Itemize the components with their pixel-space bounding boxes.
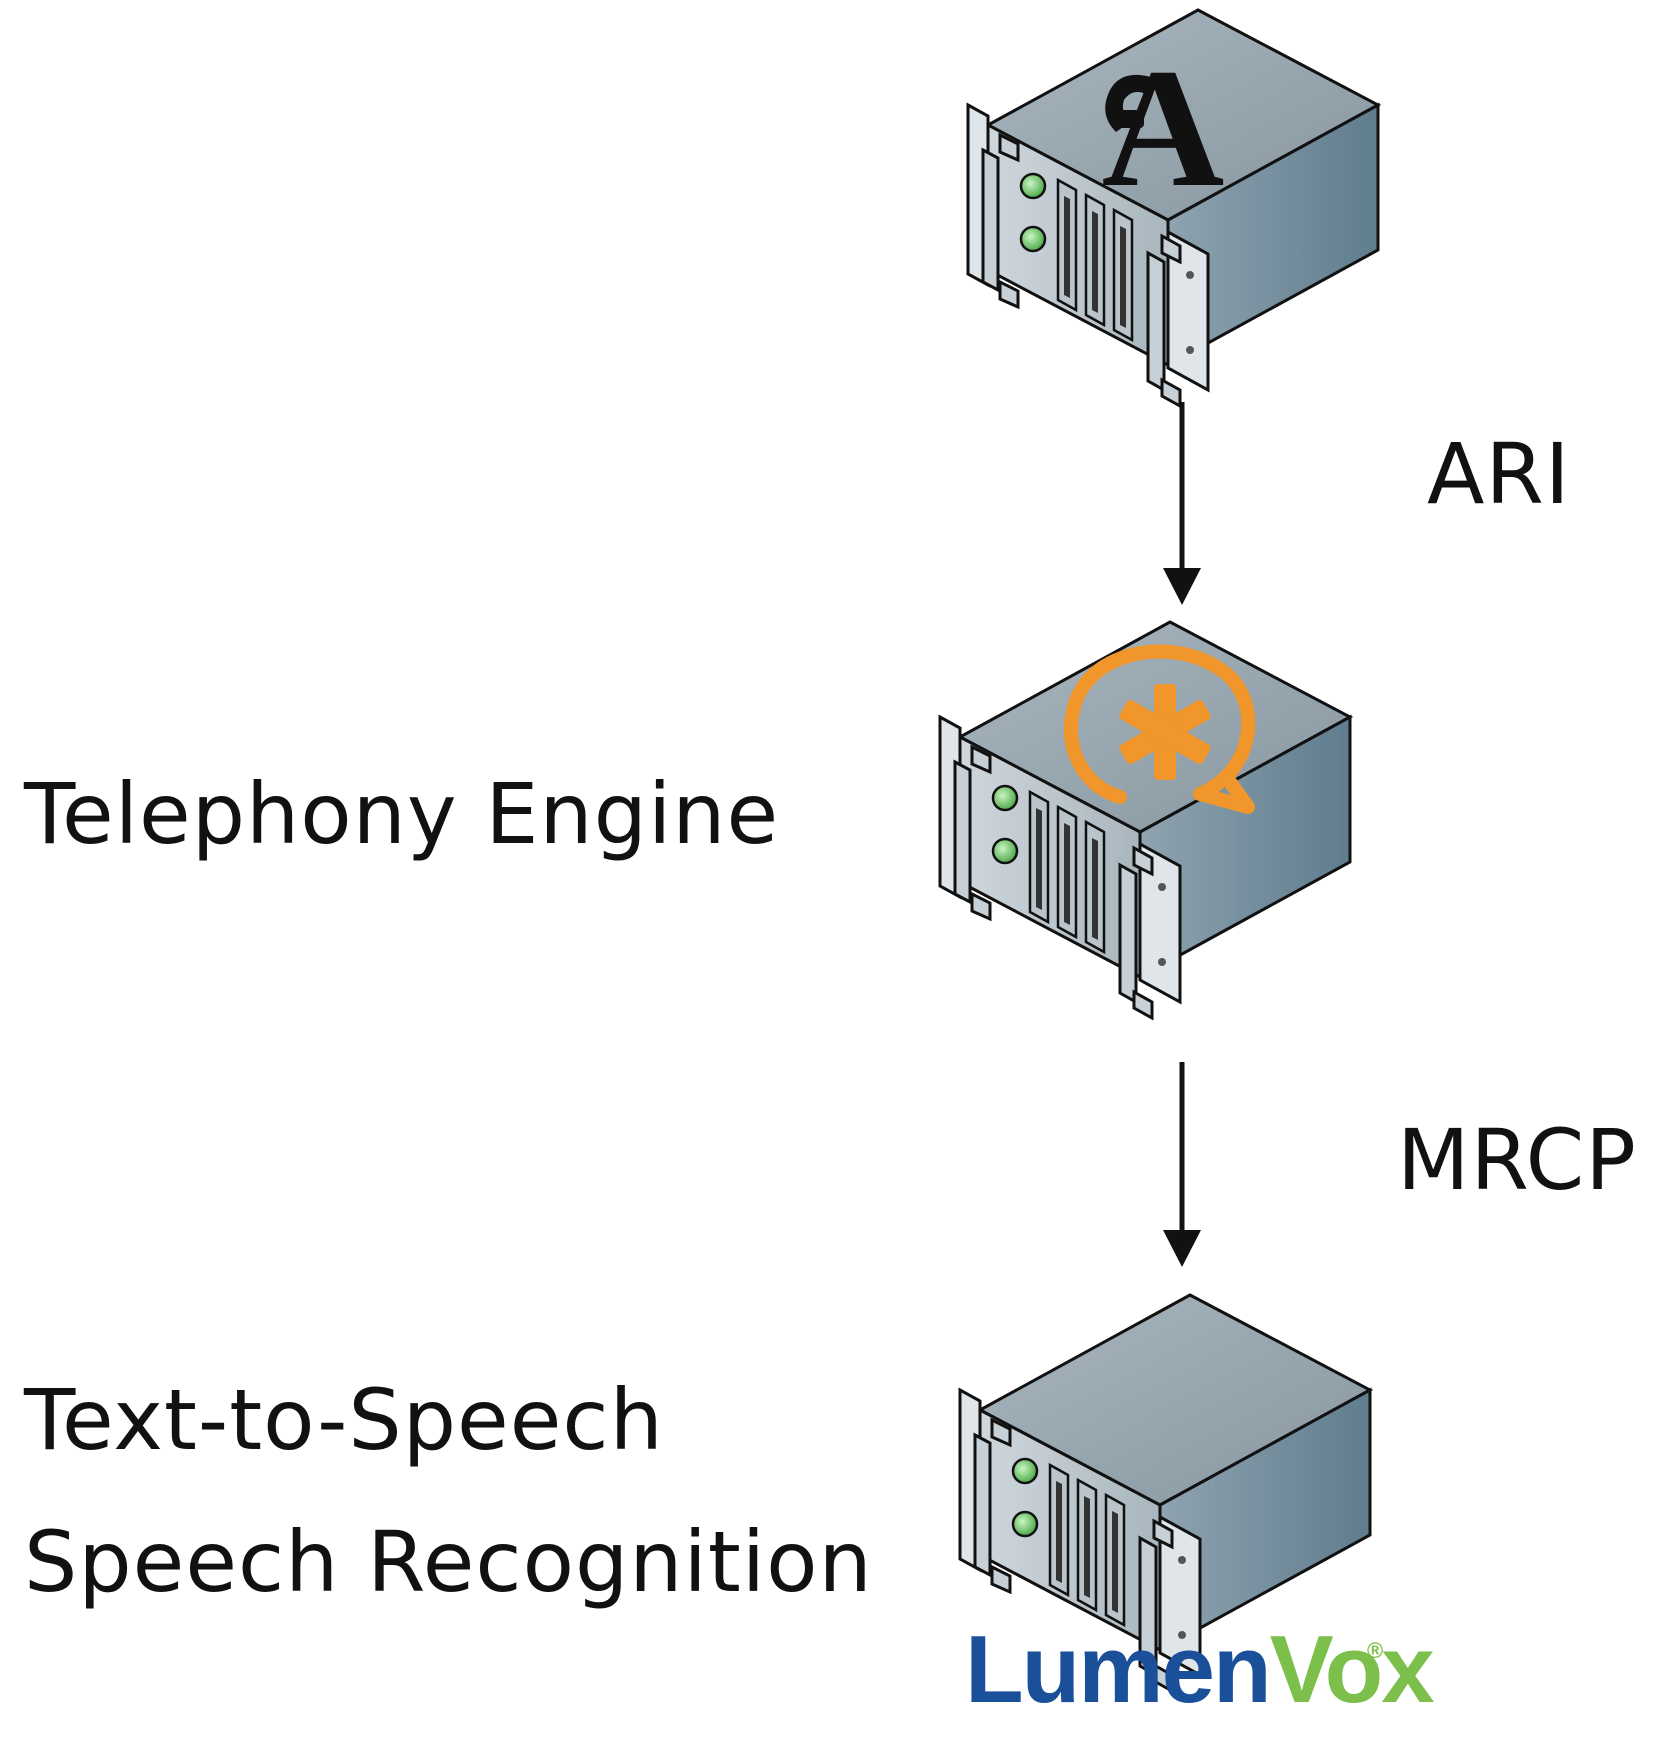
lumenvox-registered-mark: ®	[1367, 1638, 1383, 1663]
lumenvox-logo-text: LumenVox	[965, 1622, 1435, 1718]
phone-a-logo-icon: A	[1102, 34, 1225, 222]
node-label-asr: Speech Recognition	[24, 1513, 873, 1611]
lumen-word: Lumen	[965, 1616, 1272, 1723]
arrow-ari	[1163, 402, 1201, 605]
node-label-tts: Text-to-Speech	[24, 1371, 664, 1469]
edge-label-mrcp: MRCP	[1397, 1111, 1637, 1209]
node-label-telephony: Telephony Engine	[24, 765, 780, 863]
telephony-server	[938, 620, 1352, 1020]
vox-word: Vox	[1269, 1616, 1435, 1723]
app-server: A	[966, 8, 1380, 408]
edge-label-ari: ARI	[1427, 425, 1571, 523]
lumenvox-logo: LumenVox ®	[965, 1612, 1435, 1732]
asterisk-logo-icon	[1064, 644, 1256, 814]
arrow-mrcp	[1163, 1062, 1201, 1267]
